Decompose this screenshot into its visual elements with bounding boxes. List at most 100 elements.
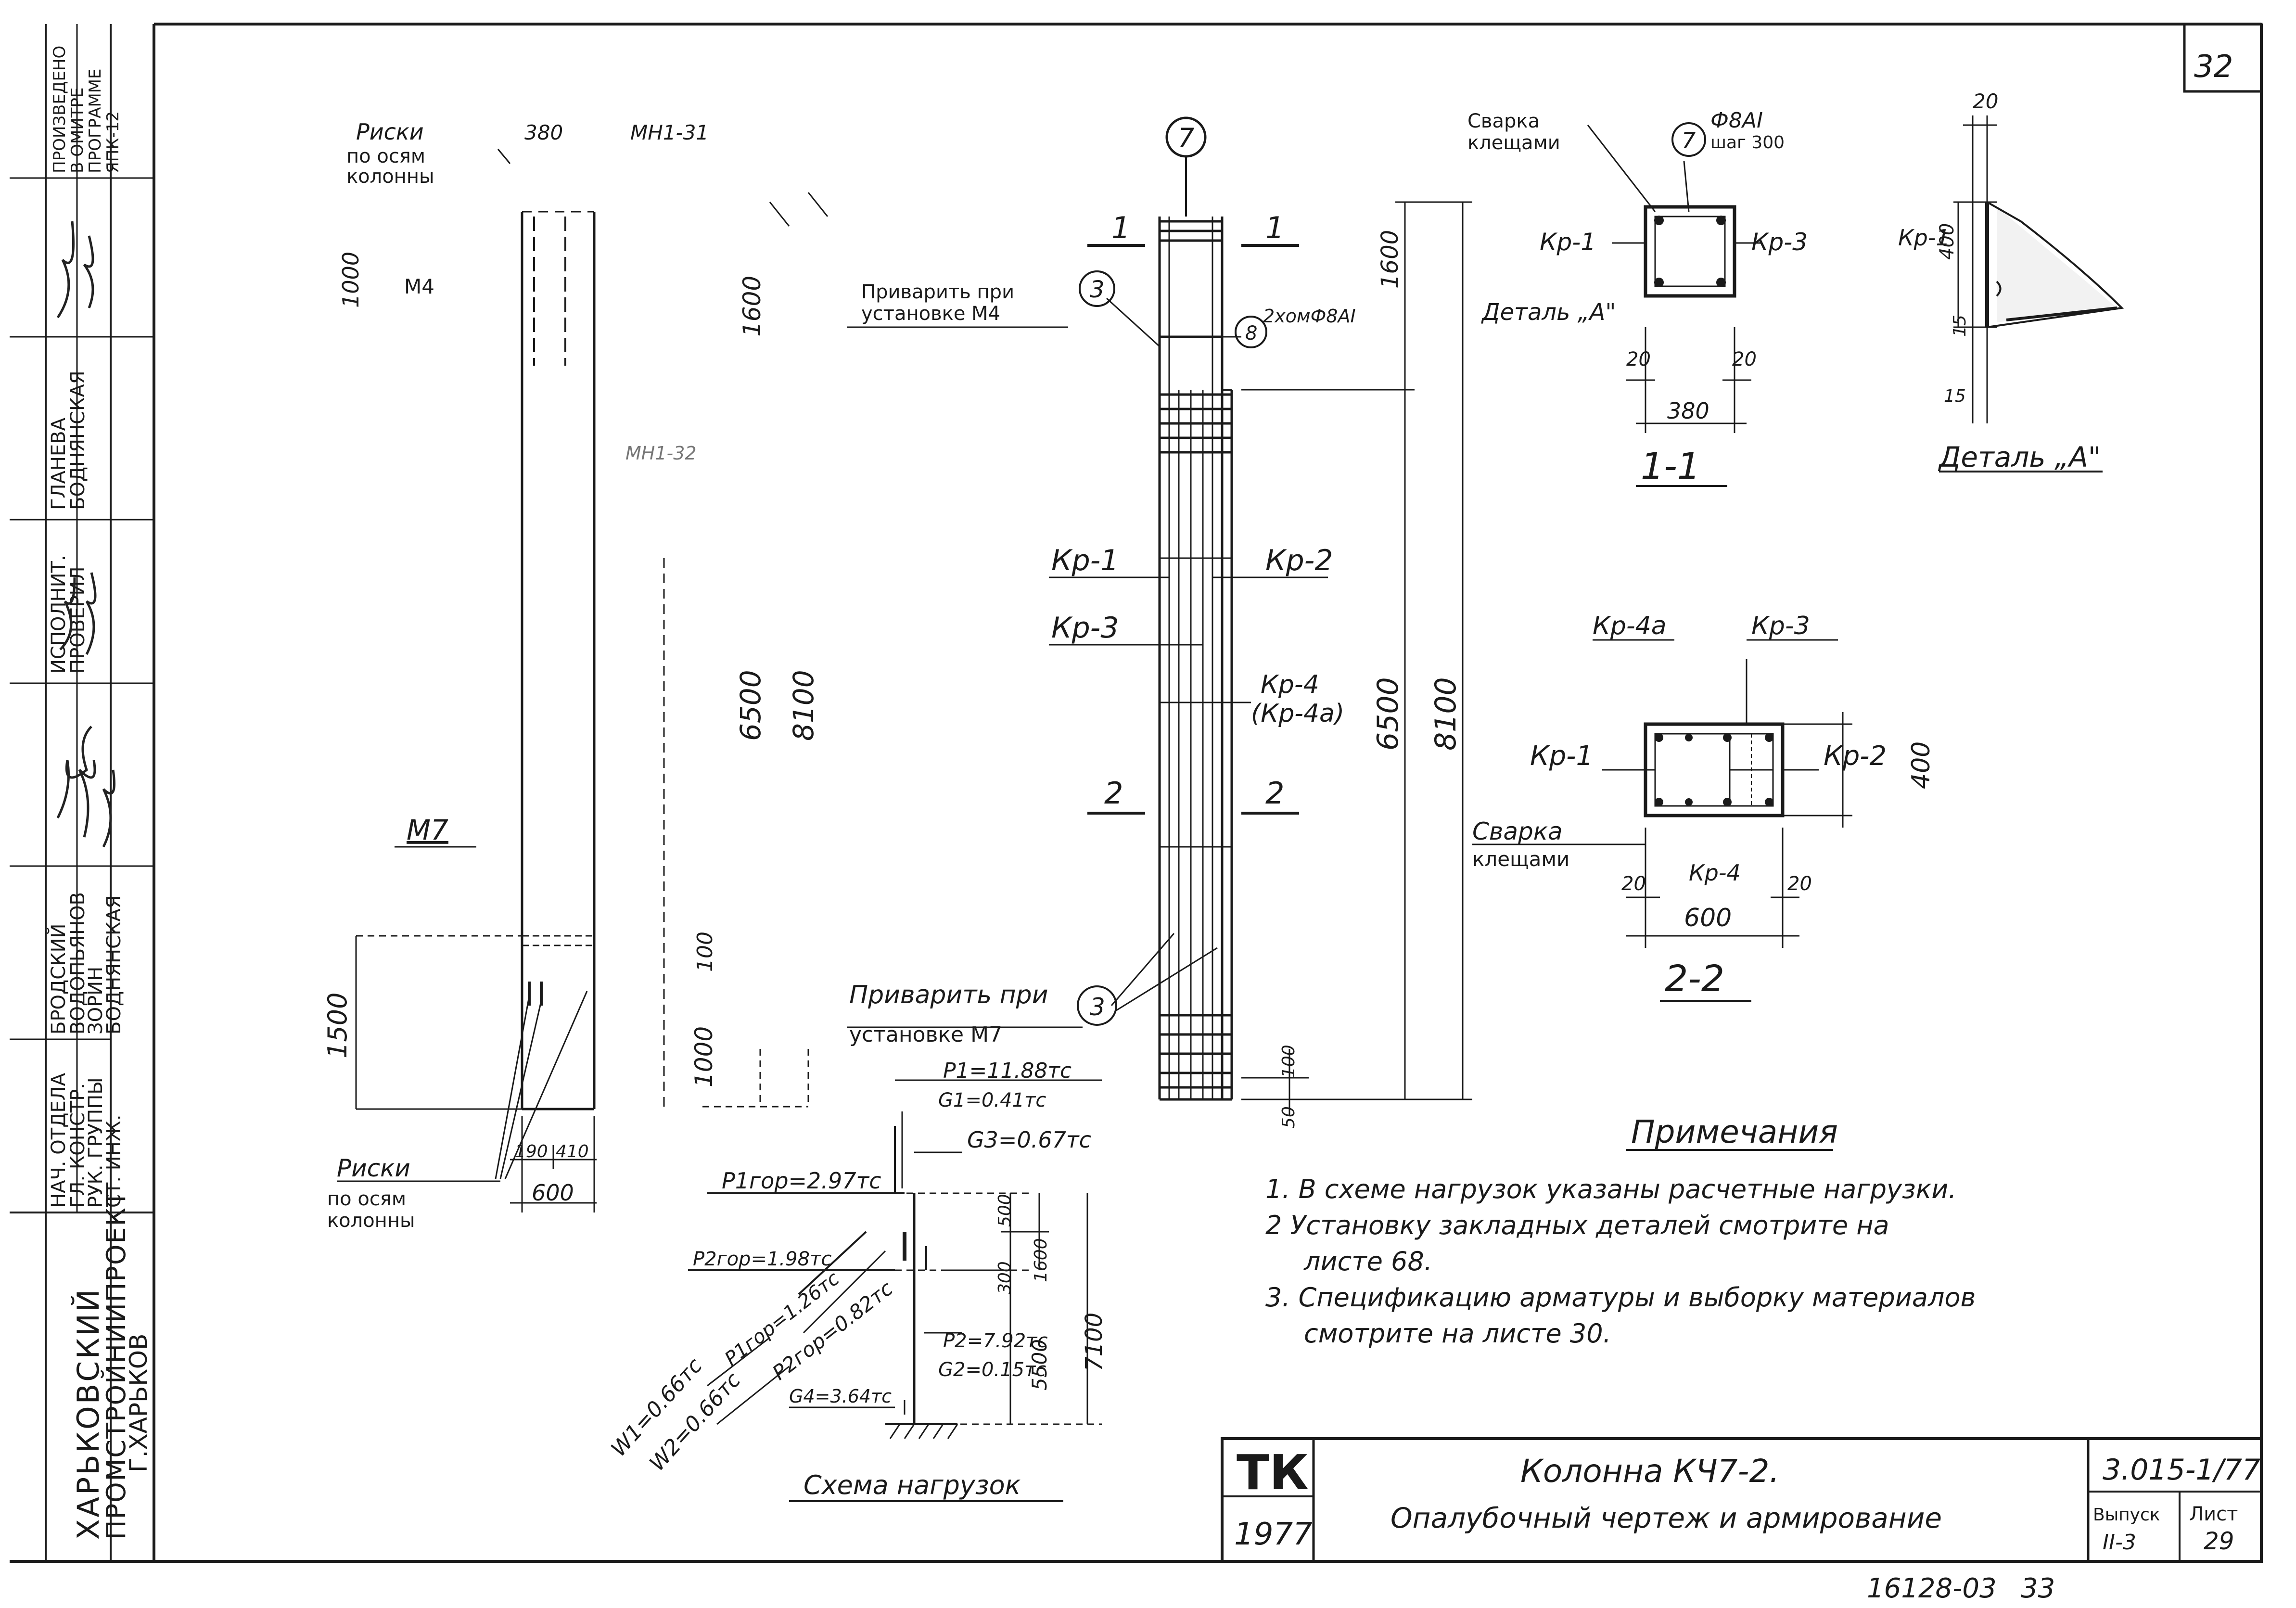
role-4: СТ. ИНЖ. [103,1114,125,1208]
axis-mark: 7 [1178,123,1194,153]
ls-p1-gor: P1гор=2.97тс [722,1168,881,1194]
s11-weld-1: Сварка [1467,110,1540,132]
section-1-1 [1587,125,1761,487]
program-note-1: ПРОИЗВЕДЕНО [50,46,69,173]
title-block [1221,1437,2263,1563]
dim-600-fw: 600 [532,1180,574,1206]
section2-right: 2 [1265,776,1284,811]
org-line-2: ПРОМСТРОЙНИИПРОЕКТ [101,1190,131,1540]
detail-a-labels: 20 400 Кр-1 15 15 Деталь „А" [1898,89,2101,473]
page-number: 32 [2194,49,2233,85]
dim-1600-fw: 1600 [738,276,766,337]
det-dim-20: 20 [1973,89,1998,113]
weld-note-bottom-2: установке М7 [849,1022,1002,1047]
dim-50-r: 50 [1279,1106,1299,1128]
det-dim-15b: 15 [1944,386,1966,406]
dim-6500-r: 6500 [1371,677,1405,751]
tb-year: 1977 [1234,1517,1313,1552]
risks-bottom-3: колонны [327,1210,415,1232]
ls-g1: G1=0.41тс [938,1089,1046,1111]
mark-mn131: МН1-31 [630,121,709,144]
reinforcement-view [847,116,1472,1116]
det-dim-15a: 15 [1950,315,1970,337]
s22-dim-400: 400 [1907,741,1936,789]
exec-name-2: БОДНЯНСКАЯ [67,370,89,510]
tb-title-1: Колонна КЧ7-2. [1520,1453,1779,1490]
kr-2-elev: Кр-2 [1265,544,1333,577]
name-4: БОДНЯНСКАЯ [103,895,125,1034]
section-2-2 [1472,639,1852,1002]
title-block-labels: ТК 1977 Колонна КЧ7-2. Опалубочный черте… [1234,1444,2260,1555]
s11-detail-ref: Деталь „А" [1481,299,1616,326]
ls-dim-5500: 5500 [1028,1339,1051,1391]
signature-scribbles [56,221,115,848]
dim-100-b: 100 [693,932,717,972]
dim-100-r: 100 [1279,1045,1299,1078]
dim-190: 190 [515,1142,548,1161]
s11-dim-20a: 20 [1626,348,1651,370]
ls-dim-7100: 7100 [1081,1313,1108,1371]
ls-dim-300: 300 [995,1261,1015,1294]
program-note-2: В ОМИТРЕ [68,88,87,173]
tb-sheet-value: 29 [2204,1527,2234,1555]
s11-dim-380: 380 [1667,398,1709,424]
load-scheme [688,1079,1102,1502]
risks-bottom-1: Риски [337,1154,410,1182]
det-kr1: Кр-1 [1898,225,1950,251]
s11-bar-1: Ф8АI [1710,108,1763,133]
risks-top-1: Риски [356,119,424,145]
ls-g3: G3=0.67тс [967,1127,1091,1153]
weld-note-top-1: Приварить при [861,281,1014,303]
name-2: ВОДОПЬЯНОВ [67,892,89,1034]
s22-kr2: Кр-2 [1824,740,1887,772]
notes: Примечания 1. В схеме нагрузок указаны р… [1265,1113,1976,1349]
dim-8100-fw: 8100 [787,670,820,741]
name-1: БРОДСКИЙ [47,924,70,1034]
kr-4a-elev: (Кр-4а) [1251,699,1344,728]
mark-m7: М7 [407,814,448,846]
exec-name-1: ГЛАНЕВА [48,417,70,510]
program-note-4: ЯПК-12 [103,111,123,173]
reinforcement-labels: 7 1 1 Приварить при установке М4 3 8 2хо… [849,123,1463,1128]
dim-1000-top: 1000 [338,252,364,308]
detail-a [1939,115,2124,472]
dim-8100-r: 8100 [1429,677,1463,751]
section-1-1-labels: Сварка клещами 7 Ф8АI шаг 300 Кр-1 Кр-3 … [1467,108,1808,487]
signature-roles: НАЧ. ОТДЕЛА ГЛ. КОНСТР. РУК. ГРУППЫ СТ. … [47,46,125,1208]
role-2: ГЛ. КОНСТР. [67,1083,89,1208]
risks-top-3: колонны [346,166,434,188]
org-name: ХАРЬКОВСКИЙ ПРОМСТРОЙНИИПРОЕКТ Г.ХАРЬКОВ [71,1190,153,1540]
formwork-view [337,149,829,1212]
role-1: НАЧ. ОТДЕЛА [48,1072,70,1208]
mark-m4: М4 [404,275,434,298]
s22-dim-20b: 20 [1787,873,1812,895]
mark-mn132: МН1-32 [625,443,697,464]
ls-p1: P1=11.88тс [943,1059,1071,1083]
s11-bar-2: шаг 300 [1710,133,1785,153]
ls-title: Схема нагрузок [804,1470,1021,1500]
s11-weld-2: клещами [1467,132,1560,154]
s11-dim-20b: 20 [1732,348,1757,370]
section1-left: 1 [1111,210,1130,245]
pos-3-top: 3 [1090,276,1105,303]
tb-title-2: Опалубочный чертеж и армирование [1390,1502,1942,1534]
dim-380-top: 380 [524,121,563,144]
ls-dim-1600: 1600 [1031,1238,1051,1282]
section-2-2-labels: Кр-4а Кр-3 Кр-1 Кр-2 400 Сварка клещами … [1472,612,1936,1000]
s22-title: 2-2 [1665,957,1724,1000]
s22-kr3: Кр-3 [1751,612,1810,640]
kr-3-elev: Кр-3 [1051,611,1119,645]
weld-note-bottom-1: Приварить при [849,981,1048,1009]
note-1: 1. В схеме нагрузок указаны расчетные на… [1265,1174,1957,1204]
section1-right: 1 [1265,210,1284,245]
org-line-3: Г.ХАРЬКОВ [125,1334,153,1472]
note-2: 2 Установку закладных деталей смотрите н… [1265,1210,1889,1240]
s22-kr4a: Кр-4а [1593,612,1667,640]
ls-p2: P2=7.92тс [943,1330,1047,1352]
left-title-strip [10,24,154,1561]
det-dim-400: 400 [1936,223,1958,260]
ls-g4: G4=3.64тс [789,1386,892,1407]
kr-1-elev: Кр-1 [1051,544,1119,577]
dim-1500: 1500 [322,993,353,1059]
